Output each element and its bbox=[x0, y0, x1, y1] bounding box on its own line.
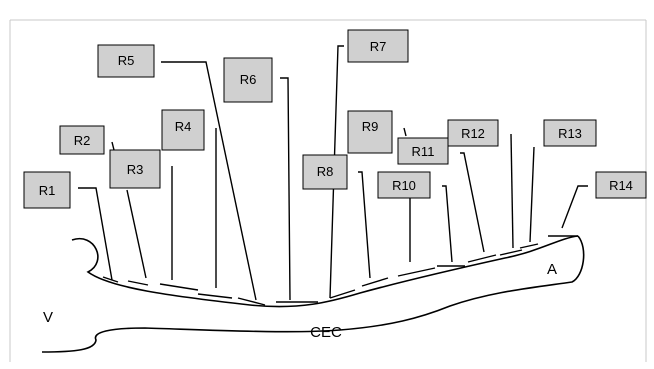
region-label-v: V bbox=[43, 309, 53, 326]
label-r9: R9 bbox=[362, 119, 379, 134]
leader-lines bbox=[78, 45, 588, 301]
label-r12: R12 bbox=[461, 126, 485, 141]
label-box-r13: R13 bbox=[543, 119, 597, 147]
leader-r6 bbox=[280, 77, 291, 301]
leader-r8 bbox=[358, 171, 371, 279]
label-box-r14: R14 bbox=[595, 171, 647, 199]
leader-r2 bbox=[111, 141, 115, 151]
tissue-outline-upper bbox=[71, 235, 579, 308]
leader-r7 bbox=[329, 45, 344, 299]
label-r7: R7 bbox=[370, 39, 387, 54]
leader-r14 bbox=[561, 185, 588, 229]
cell-segments bbox=[102, 235, 578, 306]
leader-r1 bbox=[78, 187, 113, 281]
label-box-r1: R1 bbox=[23, 171, 71, 209]
label-box-r5: R5 bbox=[97, 44, 155, 78]
label-r14: R14 bbox=[609, 178, 633, 193]
label-box-r3: R3 bbox=[109, 149, 161, 189]
leader-r9 bbox=[403, 127, 407, 137]
label-r10: R10 bbox=[392, 178, 416, 193]
label-box-r8: R8 bbox=[302, 154, 348, 190]
leader-r12b bbox=[510, 133, 514, 249]
leader-r13 bbox=[529, 146, 535, 243]
label-box-r11: R11 bbox=[397, 137, 449, 165]
leader-r3 bbox=[126, 189, 147, 279]
label-r5: R5 bbox=[118, 53, 135, 68]
region-label-a: A bbox=[547, 261, 557, 278]
label-r13: R13 bbox=[558, 126, 582, 141]
leader-r12 bbox=[460, 152, 485, 253]
label-box-r12: R12 bbox=[447, 119, 499, 147]
label-box-r6: R6 bbox=[223, 57, 273, 103]
leader-r5 bbox=[161, 61, 257, 301]
label-r11: R11 bbox=[412, 144, 435, 159]
label-box-r4: R4 bbox=[161, 109, 205, 151]
tissue-outline-lower bbox=[41, 235, 585, 353]
label-r8: R8 bbox=[317, 164, 334, 179]
label-r4: R4 bbox=[175, 119, 192, 134]
leader-r11 bbox=[442, 185, 453, 263]
label-boxes: R1 R2 R3 R4 R5 R6 R7 R8 R9 R10 R11 R12 R… bbox=[23, 29, 647, 209]
label-r2: R2 bbox=[74, 133, 91, 148]
label-box-r2: R2 bbox=[59, 125, 105, 155]
label-box-r10: R10 bbox=[377, 171, 431, 199]
label-r6: R6 bbox=[240, 72, 257, 87]
region-label-cec: CEC bbox=[310, 324, 342, 341]
label-r1: R1 bbox=[39, 183, 56, 198]
label-r3: R3 bbox=[127, 162, 144, 177]
label-box-r9: R9 bbox=[347, 110, 393, 154]
label-box-r7: R7 bbox=[347, 29, 409, 63]
